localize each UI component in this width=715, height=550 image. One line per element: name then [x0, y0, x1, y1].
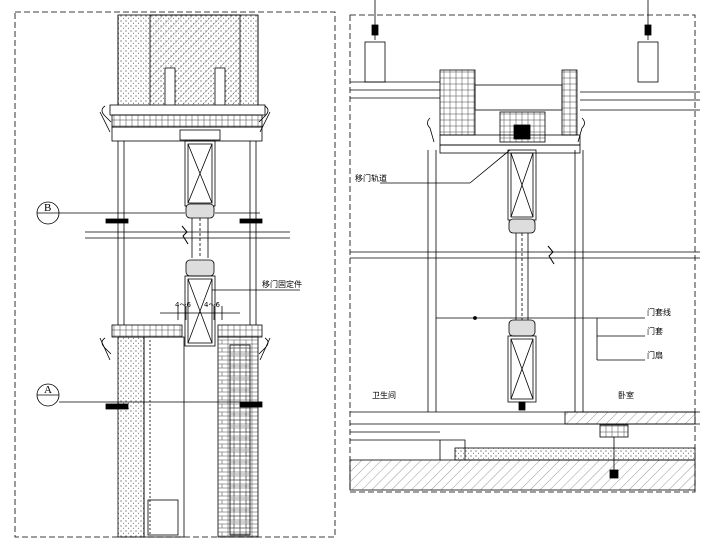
callout-door-jamb: 门套 — [647, 326, 663, 336]
floor-section — [349, 411, 700, 491]
dimension-gap-right: 4～6 — [204, 301, 220, 309]
lower-door-leaf — [184, 259, 216, 347]
header-beam-left — [439, 69, 476, 136]
section-marker-b — [36, 201, 263, 225]
upper-frame — [99, 105, 271, 142]
callout-door-frame-line: 门套线 — [647, 307, 671, 317]
lower-wall-right — [217, 336, 259, 538]
dimension-gaps — [160, 306, 240, 320]
callout-fixing-material: 移门固定件 — [262, 279, 302, 289]
left-detail — [14, 11, 336, 538]
callout-door-leaf: 门扇 — [647, 350, 663, 360]
right-detail-border — [349, 14, 696, 493]
dimension-gap-left: 4～6 — [175, 301, 191, 309]
callout-door-track: 移门轨道 — [355, 173, 387, 183]
right-upper-door-leaf — [507, 149, 537, 234]
room-label-bedroom: 卧室 — [618, 390, 634, 400]
room-label-bathroom: 卫生间 — [372, 390, 396, 400]
section-marker-a — [36, 383, 263, 410]
marker-b-label: B — [44, 202, 51, 214]
header-beam-right — [561, 69, 578, 136]
lower-wall-left — [117, 336, 185, 538]
upper-wall — [109, 14, 266, 116]
right-lower-door-leaf — [507, 319, 537, 411]
marker-a-label: A — [44, 384, 52, 396]
right-detail — [349, 0, 700, 493]
ceiling-hangers — [364, 0, 659, 83]
lower-frame — [99, 324, 271, 361]
door-track — [427, 111, 585, 154]
upper-door-leaf — [184, 140, 216, 219]
